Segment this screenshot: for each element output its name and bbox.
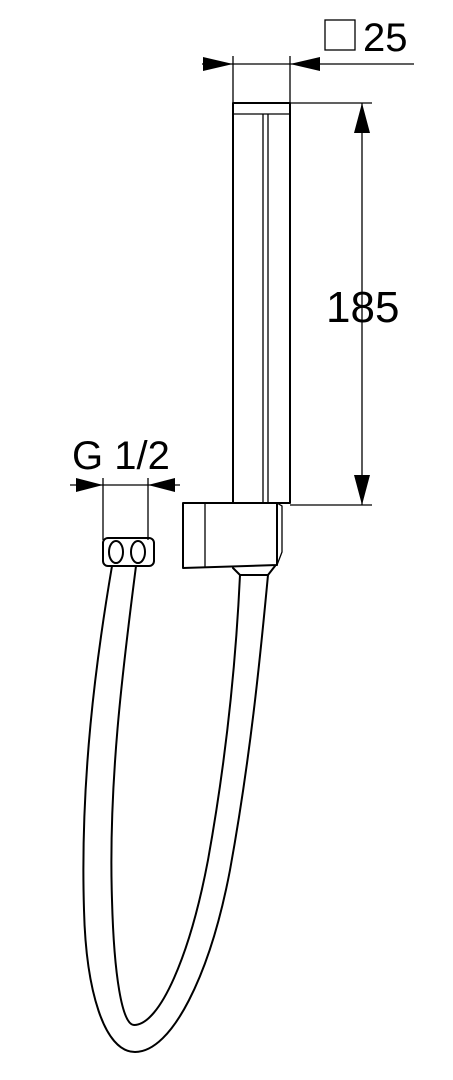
hose: [82, 565, 269, 1053]
connector-nut-flat-left: [108, 540, 124, 564]
connector-nut: [102, 537, 155, 567]
width-arrow-right: [290, 57, 320, 71]
hose-inner-edge: [110, 565, 241, 1026]
holder-right-bevel: [276, 502, 283, 566]
holder-body: [182, 502, 278, 569]
hose-connector: [102, 537, 155, 567]
hose-outer-edge: [82, 565, 269, 1053]
length-arrow-bottom: [354, 475, 370, 505]
thread-dimension: G 1/2: [70, 434, 180, 540]
connector-nut-flat-right: [130, 540, 146, 564]
square-icon: [324, 19, 356, 51]
width-dimension-label: 25: [363, 16, 408, 60]
handle-body: [232, 102, 291, 504]
width-arrow-left: [203, 57, 233, 71]
thread-arrow-right: [148, 478, 175, 492]
length-dimension: 185: [290, 102, 399, 506]
handle: [232, 102, 291, 504]
thread-arrow-left: [76, 478, 103, 492]
length-arrow-top: [354, 103, 370, 133]
length-dimension-label: 185: [326, 283, 399, 332]
width-dimension: 25: [202, 16, 414, 106]
thread-dimension-label: G 1/2: [72, 434, 170, 478]
wall-holder: [182, 502, 283, 576]
hose-cone: [232, 565, 276, 576]
